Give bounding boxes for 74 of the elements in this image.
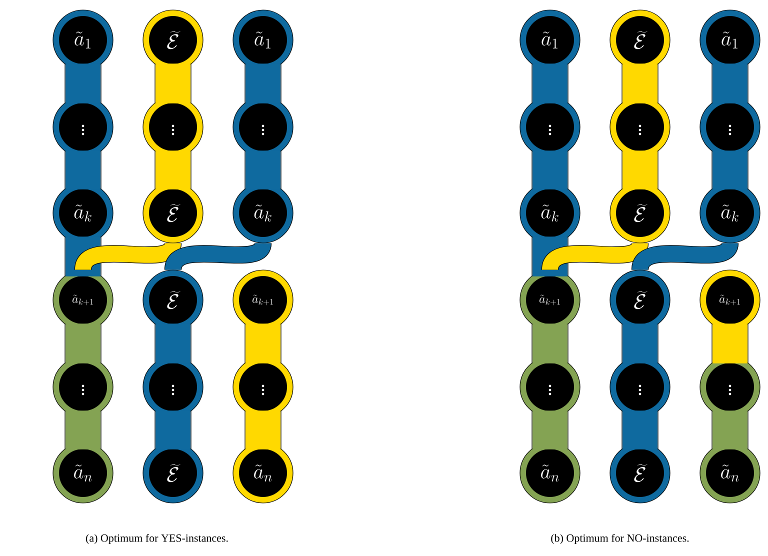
caption: (a) Optimum for YES-instances.: [84, 532, 230, 546]
vertex-disc: $\tilde{a}_n$: [520, 442, 580, 504]
vertex-disc: $\tilde{a}_{k+1}$: [520, 270, 580, 330]
node-label: $\tilde{a}_1$: [722, 32, 738, 48]
vertex-disc: $\widetilde{\mathcal{E}}$: [610, 270, 670, 330]
node-label: $\vdots$: [548, 124, 552, 136]
caption: (b) Optimum for NO-instances.: [550, 532, 690, 546]
node-label: $\vdots$: [548, 384, 552, 396]
node-label: $\vdots$: [638, 384, 642, 396]
vertex-disc: $\widetilde{\mathcal{E}}$: [610, 442, 670, 504]
node-label: $\widetilde{\mathcal{E}}$: [167, 464, 180, 482]
vertex-disc: $\tilde{a}_n$: [52, 442, 114, 504]
node-label: $\vdots$: [728, 384, 732, 396]
vertex-disc: $\tilde{a}_{k+1}$: [700, 270, 760, 330]
vertex-disc: $\tilde{a}_k$: [520, 182, 580, 244]
vertex-disc: $\widetilde{\mathcal{E}}$: [610, 10, 670, 70]
node-label: $\tilde{a}_n$: [721, 464, 739, 482]
node-label: $\widetilde{\mathcal{E}}$: [167, 204, 180, 222]
vertex-disc: $\tilde{a}_k$: [52, 182, 114, 244]
vertex-disc: $\vdots$: [52, 356, 114, 418]
node-label: $\vdots$: [638, 124, 642, 136]
node-label: $\widetilde{\mathcal{E}}$: [634, 204, 648, 222]
vertex-disc: $\vdots$: [142, 356, 204, 418]
node-label: $\tilde{a}_{k+1}$: [252, 294, 274, 306]
vertex-disc: $\widetilde{\mathcal{E}}$: [142, 182, 204, 244]
vertex-disc: $\tilde{a}_1$: [232, 10, 294, 70]
vertex-disc: $\tilde{a}_k$: [700, 182, 760, 244]
vertex-disc: $\tilde{a}_1$: [520, 10, 580, 70]
node-label: $\tilde{a}_k$: [74, 204, 92, 222]
vertex-disc: $\vdots$: [232, 96, 294, 158]
node-label: $\tilde{a}_1$: [74, 32, 90, 48]
vertex-disc: $\tilde{a}_1$: [700, 10, 760, 70]
node-label: $\tilde{a}_{k+1}$: [539, 294, 560, 306]
vertex-disc: $\tilde{a}_k$: [232, 182, 294, 244]
vertex-disc: $\vdots$: [700, 96, 760, 158]
vertex-disc: $\vdots$: [610, 356, 670, 418]
node-label: $\widetilde{\mathcal{E}}$: [167, 31, 180, 50]
node-label: $\tilde{a}_n$: [74, 464, 92, 482]
node-label: $\vdots$: [82, 384, 84, 396]
vertex-disc: $\vdots$: [52, 96, 114, 158]
vertex-disc: $\vdots$: [142, 96, 204, 158]
node-label: $\tilde{a}_{k+1}$: [719, 294, 740, 306]
node-label: $\tilde{a}_n$: [541, 464, 559, 482]
vertex-disc: $\tilde{a}_n$: [232, 442, 294, 504]
vertex-disc: $\vdots$: [520, 356, 580, 418]
node-label: $\tilde{a}_k$: [541, 204, 558, 222]
node-label: $\tilde{a}_k$: [721, 204, 738, 222]
vertex-disc: $\widetilde{\mathcal{E}}$: [610, 182, 670, 244]
node-label: $\tilde{a}_k$: [254, 204, 272, 222]
node-label: $\vdots$: [172, 384, 174, 396]
node-label: $\vdots$: [262, 384, 264, 396]
vertex-disc: $\vdots$: [232, 356, 294, 418]
node-label: $\tilde{a}_1$: [254, 32, 270, 48]
vertex-disc: $\tilde{a}_{k+1}$: [232, 270, 294, 330]
node-label: $\vdots$: [728, 124, 732, 136]
vertex-disc: $\vdots$: [520, 96, 580, 158]
vertex-disc: $\widetilde{\mathcal{E}}$: [142, 270, 204, 330]
node-label: $\tilde{a}_{k+1}$: [72, 294, 94, 306]
node-label: $\vdots$: [82, 124, 84, 136]
node-label: $\widetilde{\mathcal{E}}$: [634, 291, 648, 310]
node-label: $\widetilde{\mathcal{E}}$: [634, 31, 648, 50]
vertex-disc: $\widetilde{\mathcal{E}}$: [142, 442, 204, 504]
node-label: $\widetilde{\mathcal{E}}$: [167, 291, 180, 310]
node-label: $\vdots$: [172, 124, 174, 136]
vertex-disc: $\tilde{a}_{k+1}$: [52, 270, 114, 330]
node-label: $\tilde{a}_1$: [542, 32, 558, 48]
vertex-disc: $\widetilde{\mathcal{E}}$: [142, 10, 204, 70]
vertex-disc: $\vdots$: [700, 356, 760, 418]
vertex-disc: $\vdots$: [610, 96, 670, 158]
node-label: $\vdots$: [262, 124, 264, 136]
vertex-disc: $\tilde{a}_n$: [700, 442, 760, 504]
node-label: $\tilde{a}_n$: [254, 464, 272, 482]
node-label: $\widetilde{\mathcal{E}}$: [634, 464, 648, 482]
vertex-disc: $\tilde{a}_1$: [52, 10, 114, 70]
